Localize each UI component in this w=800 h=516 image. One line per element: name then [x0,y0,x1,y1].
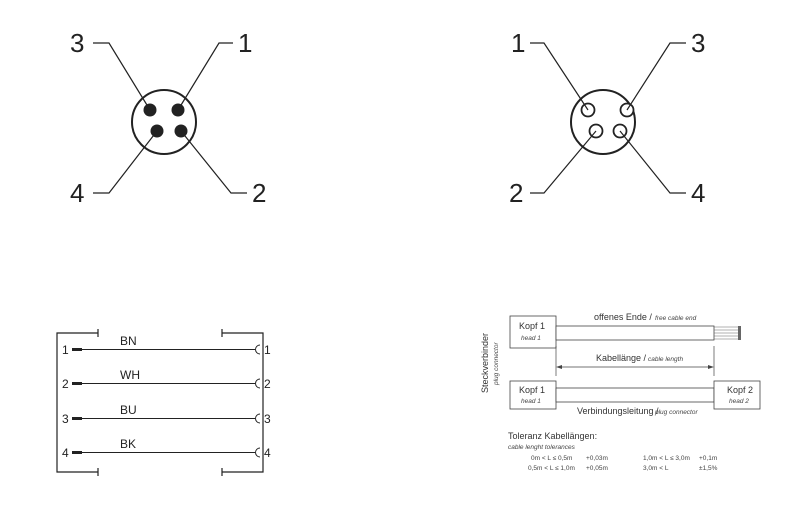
top-cable [555,325,715,341]
wiring-left-pin-4: 4 [62,446,69,460]
male-connector-outline [131,89,197,155]
female-leader-4 [619,130,686,194]
female-connector: 1 3 2 4 [509,28,705,208]
male-label-3: 3 [70,28,84,58]
top-head1-box [509,315,557,349]
tolerance-range-2b: 3,0m < L [643,465,669,472]
male-label-2: 2 [252,178,266,208]
cable-diagram: Steckverbinder plug connector Kopf 1 hea… [480,312,761,416]
tolerance-value-1a: +0,03m [586,455,608,462]
wiring-left-pin-3: 3 [62,412,69,426]
male-label-4: 4 [70,178,84,208]
male-label-1: 1 [238,28,252,58]
open-end-label-en: free cable end [655,315,697,322]
male-leader-1 [177,42,233,111]
wiring-left-pin-1: 1 [62,343,69,357]
bottom-cable [555,387,715,403]
wiring-right-pin-4: 4 [264,446,271,460]
wiring-right-pin-3: 3 [264,412,271,426]
open-end-label-de: offenes Ende / [594,312,652,322]
bottom-head2-label-en: head 2 [729,398,749,405]
tolerance-table: Toleranz Kabellängen: cable lenght toler… [508,431,718,472]
wiring-left-plug [56,332,98,473]
tolerance-title-de: Toleranz Kabellängen: [508,431,597,441]
bottom-head1-label-de: Kopf 1 [519,385,545,395]
female-connector-outline [570,89,636,155]
wiring-right-plug [222,332,264,473]
wiring-row-4: 4 BK 4 [62,437,271,460]
conn-label-de: Verbindungsleitung / [577,406,659,416]
male-leader-4 [93,130,158,194]
wire-color-3: BU [120,403,137,417]
wire-color-4: BK [120,437,136,451]
female-leader-2 [530,130,597,194]
bottom-head2-box [713,380,761,410]
bottom-head1-label-en: head 1 [521,398,541,405]
wire-color-1: BN [120,334,137,348]
bottom-head1-box [509,380,557,410]
male-leader-2 [180,130,247,194]
side-label-en: plug connector [493,342,500,386]
tolerance-range-2a: 0,5m < L ≤ 1,0m [528,465,575,472]
female-label-3: 3 [691,28,705,58]
female-leader-3 [626,42,686,111]
wiring-right-pin-1: 1 [264,343,271,357]
wiring-diagram: 1 BN 1 2 WH 2 3 BU 3 4 [56,329,271,476]
female-label-2: 2 [509,178,523,208]
female-label-4: 4 [691,178,705,208]
top-head1-label-en: head 1 [521,335,541,342]
wiring-row-1: 1 BN 1 [62,334,271,357]
top-head1-label-de: Kopf 1 [519,321,545,331]
wiring-left-pin-2: 2 [62,377,69,391]
side-label-de: Steckverbinder [480,333,490,393]
wiring-right-pin-2: 2 [264,377,271,391]
conn-label-en: plug connector [654,409,698,416]
tolerance-value-2a: +0,05m [586,465,608,472]
length-label-de: Kabellänge / [596,353,647,363]
male-connector: 3 1 4 2 [70,28,266,208]
female-leader-1 [530,42,589,111]
bottom-head2-label-de: Kopf 2 [727,385,753,395]
wiring-row-2: 2 WH 2 [62,368,271,391]
male-leader-3 [93,42,151,111]
wire-color-2: WH [120,368,140,382]
tolerance-value-2b: ±1,5% [699,465,718,472]
wiring-row-3: 3 BU 3 [62,403,271,426]
tolerance-range-1a: 0m < L ≤ 0,5m [531,455,572,462]
tolerance-value-1b: +0,1m [699,455,717,462]
tolerance-title-en: cable lenght tolerances [508,444,576,451]
female-label-1: 1 [511,28,525,58]
tolerance-range-1b: 1,0m < L ≤ 3,0m [643,455,690,462]
length-label-en: cable length [648,356,683,363]
